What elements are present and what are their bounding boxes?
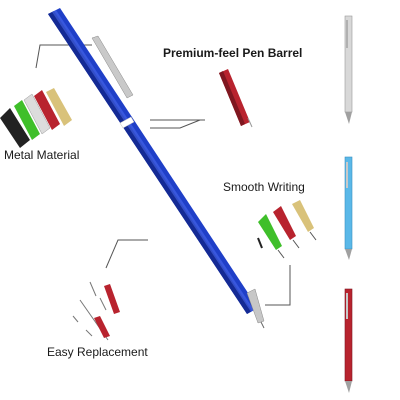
pen-tips-icon	[257, 200, 317, 259]
label-metal-material: Metal Material	[4, 148, 80, 162]
red-pen-icon	[344, 288, 353, 393]
lightblue-pen-icon	[344, 156, 353, 260]
color-swatches-icon	[0, 88, 72, 148]
label-smooth-writing: Smooth Writing	[223, 180, 305, 194]
label-pen-barrel: Premium-feel Pen Barrel	[163, 46, 303, 60]
silver-pen-icon	[344, 15, 353, 124]
label-easy-replacement: Easy Replacement	[47, 345, 148, 359]
red-barrel-icon	[219, 69, 253, 128]
blue-pen-icon	[48, 8, 265, 329]
refill-parts-icon	[72, 281, 120, 341]
